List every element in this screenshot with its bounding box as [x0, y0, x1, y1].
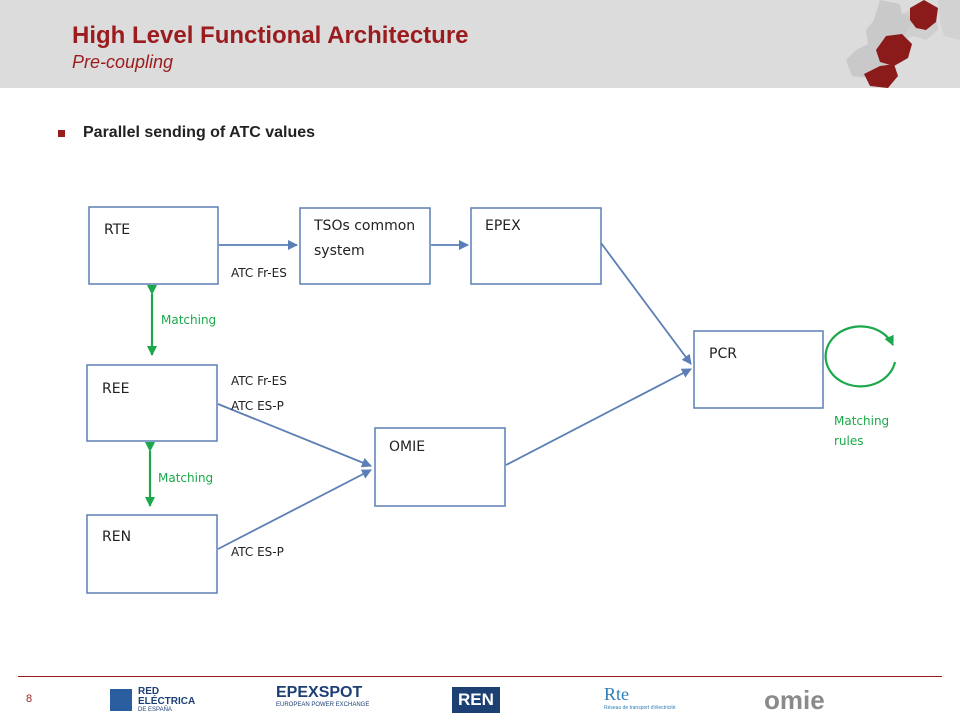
label-atc-fr-es-rte: ATC Fr-ES: [231, 266, 287, 280]
rte-logo-sub: Réseau de transport d'électricité: [604, 705, 676, 711]
bullet-text: Parallel sending of ATC values: [83, 124, 316, 141]
matching-rules-label-line1: Matching: [834, 414, 889, 428]
ren-logo-text: REN: [452, 687, 500, 713]
label-atc-es-p-ree: ATC ES-P: [231, 399, 284, 413]
box-pcr: PCR: [693, 330, 824, 409]
box-tsos-common-system: TSOs common system: [299, 207, 431, 285]
epex-logo-main: EPEXSPOT: [276, 684, 363, 701]
omie-logo: omie: [764, 684, 825, 716]
box-ree: REE: [86, 364, 218, 442]
page-number: 8: [26, 693, 33, 705]
ren-logo: REN: [452, 684, 500, 716]
box-ree-label: REE: [102, 381, 129, 397]
arrow-omie-to-pcr: [505, 368, 692, 466]
box-pcr-label: PCR: [709, 346, 737, 362]
rte-logo-main: Rte: [604, 684, 629, 704]
epex-spot-logo: EPEXSPOT EUROPEAN POWER EXCHANGE: [276, 684, 369, 716]
box-epex-label: EPEX: [485, 218, 521, 234]
arrow-ren-to-omie: [217, 469, 372, 550]
slide-title: High Level Functional Architecture: [72, 22, 469, 49]
label-atc-fr-es-ree: ATC Fr-ES: [231, 374, 287, 388]
red-electrica-mark-icon: [110, 689, 132, 711]
box-omie: OMIE: [374, 427, 506, 507]
box-tsos-label-line1: TSOs common: [313, 218, 415, 234]
box-rte: RTE: [88, 206, 219, 285]
arrow-epex-to-pcr: [600, 242, 692, 365]
bullet-item: Parallel sending of ATC values: [58, 124, 315, 142]
slide-subtitle: Pre-coupling: [72, 52, 174, 72]
matching-rules-loop-icon: [824, 325, 897, 388]
europe-map-icon: [846, 0, 960, 88]
footer-divider: [18, 676, 942, 677]
slide-header: High Level Functional Architecture Pre-c…: [0, 0, 960, 88]
bullet-square-icon: [58, 129, 65, 137]
epex-logo-sub: EUROPEAN POWER EXCHANGE: [276, 702, 370, 708]
omie-logo-text: omie: [764, 684, 825, 715]
arrow-ree-to-omie: [217, 403, 372, 468]
box-tsos-label-line2: system: [314, 243, 365, 259]
box-omie-label: OMIE: [389, 439, 425, 455]
box-ren-label: REN: [102, 529, 131, 545]
red-logo-line3: DE ESPAÑA: [138, 707, 172, 713]
matching-label-bottom: Matching: [158, 471, 213, 485]
rte-logo: Rte Réseau de transport d'électricité: [604, 684, 676, 716]
box-epex: EPEX: [470, 207, 602, 285]
red-electrica-logo: RED ELÉCTRICA DE ESPAÑA: [110, 684, 195, 716]
label-atc-es-p-ren: ATC ES-P: [231, 545, 284, 559]
red-logo-line1: RED: [138, 686, 160, 697]
red-logo-line2: ELÉCTRICA: [138, 696, 196, 707]
matching-rules-label-line2: rules: [834, 434, 864, 448]
box-ren: REN: [86, 514, 218, 594]
matching-label-top: Matching: [161, 313, 216, 327]
box-rte-label: RTE: [104, 222, 130, 238]
